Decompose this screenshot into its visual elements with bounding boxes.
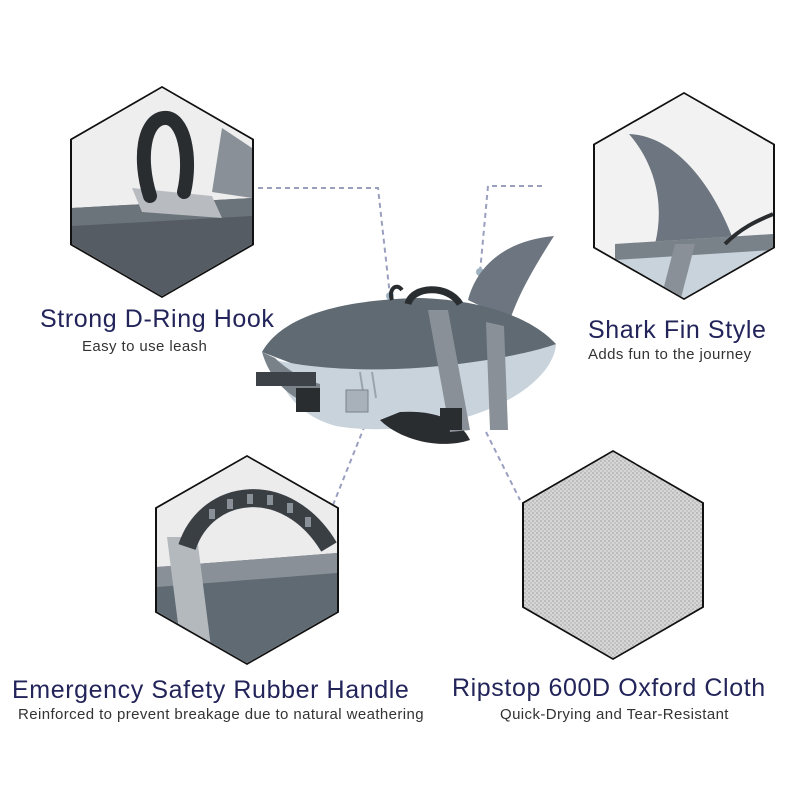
feature-subtitle-shark-fin: Adds fun to the journey — [588, 346, 752, 363]
rubber-handle-hexagon — [155, 455, 339, 665]
d-ring-hook-hexagon — [70, 86, 254, 298]
feature-title-rubber-handle: Emergency Safety Rubber Handle — [12, 676, 410, 704]
feature-subtitle-oxford-cloth: Quick-Drying and Tear-Resistant — [500, 706, 729, 723]
feature-title-d-ring: Strong D-Ring Hook — [40, 305, 275, 333]
feature-title-oxford-cloth: Ripstop 600D Oxford Cloth — [452, 674, 766, 702]
feature-subtitle-rubber-handle: Reinforced to prevent breakage due to na… — [18, 706, 424, 723]
feature-subtitle-d-ring: Easy to use leash — [82, 338, 208, 355]
d-ring-hook-image — [72, 88, 252, 296]
feature-title-shark-fin: Shark Fin Style — [588, 316, 767, 344]
